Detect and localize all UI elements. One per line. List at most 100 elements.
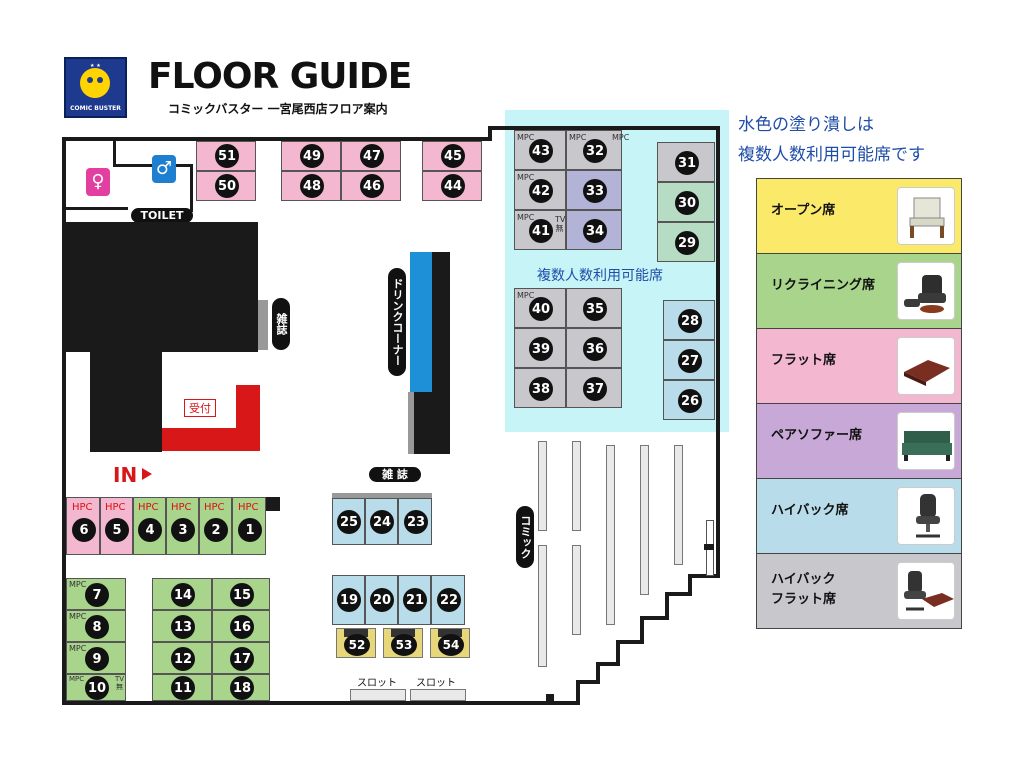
- seat-34[interactable]: 34: [566, 210, 622, 250]
- office-chair-icon: [897, 487, 955, 545]
- seat-48[interactable]: 48: [281, 171, 341, 201]
- seat-21[interactable]: 21: [398, 575, 431, 625]
- comic-buster-logo: ★ ★ COMIC BUSTER: [64, 57, 127, 118]
- comic-shelf: [572, 441, 581, 531]
- wall-notch: [488, 126, 492, 141]
- logo-text: COMIC BUSTER: [70, 105, 121, 112]
- legend-high-back-flat-seat: ハイバック フラット席: [756, 553, 962, 629]
- seat-15[interactable]: 15: [212, 578, 270, 610]
- seat-28[interactable]: 28: [663, 300, 715, 340]
- slot-label-1: スロット: [357, 678, 397, 689]
- seat-42[interactable]: MPC 42: [514, 170, 566, 210]
- high-back-flat-icon: [897, 562, 955, 620]
- flat-mat-icon: [897, 337, 955, 395]
- seat-40[interactable]: MPC 40: [514, 288, 566, 328]
- seat-27[interactable]: 27: [663, 340, 715, 380]
- seat-32[interactable]: MPC MPC 32: [566, 130, 629, 170]
- entrance-arrow-icon: [142, 468, 152, 480]
- comic-shelf: [640, 445, 649, 595]
- seat-29[interactable]: 29: [657, 222, 715, 262]
- seat-39[interactable]: 39: [514, 328, 566, 368]
- seat-7[interactable]: MPC 7: [66, 578, 126, 610]
- seat-1[interactable]: HPC 1: [232, 497, 266, 555]
- seat-14[interactable]: 14: [152, 578, 212, 610]
- legend-pair-sofa-seat: ペアソファー席: [756, 403, 962, 479]
- comic-shelf: [606, 445, 615, 625]
- men-toilet-icon: ♂: [152, 155, 176, 183]
- recliner-icon: [897, 262, 955, 320]
- page-title: FLOOR GUIDE: [148, 56, 412, 97]
- page-subtitle: コミックバスター 一宮尾西店フロア案内: [168, 102, 388, 116]
- seat-50[interactable]: 50: [196, 171, 256, 201]
- sofa-icon: [897, 412, 955, 470]
- comic-shelf: [538, 545, 547, 667]
- seat-47[interactable]: 47: [341, 141, 401, 171]
- seat-30[interactable]: 30: [657, 182, 715, 222]
- seat-45[interactable]: 45: [422, 141, 482, 171]
- women-toilet-icon: ♀: [86, 168, 110, 196]
- seat-16[interactable]: 16: [212, 610, 270, 642]
- note-line-1: 水色の塗り潰しは: [738, 115, 874, 135]
- seat-3[interactable]: HPC 3: [166, 497, 199, 555]
- seat-19[interactable]: 19: [332, 575, 365, 625]
- seat-37[interactable]: 37: [566, 368, 622, 408]
- wall-top: [62, 137, 492, 141]
- reception-label: 受付: [184, 399, 216, 417]
- legend-open-seat: オープン席: [756, 178, 962, 254]
- seat-43[interactable]: MPC 43: [514, 130, 566, 170]
- seat-38[interactable]: 38: [514, 368, 566, 408]
- multi-seat-label: 複数人数利用可能席: [537, 268, 663, 284]
- magazine-label-vertical: 雑誌: [272, 298, 290, 350]
- seat-2[interactable]: HPC 2: [199, 497, 232, 555]
- seat-8[interactable]: MPC 8: [66, 610, 126, 642]
- seat-11[interactable]: 11: [152, 674, 212, 701]
- seat-51[interactable]: 51: [196, 141, 256, 171]
- slot-label-2: スロット: [416, 678, 456, 689]
- wall-top-right: [488, 126, 720, 130]
- slot-machines-1: [350, 689, 406, 701]
- seat-31[interactable]: 31: [657, 142, 715, 182]
- seat-49[interactable]: 49: [281, 141, 341, 171]
- armchair-icon: [897, 187, 955, 245]
- seat-10[interactable]: MPC 10 TV無: [66, 674, 126, 701]
- seat-13[interactable]: 13: [152, 610, 212, 642]
- seat-4[interactable]: HPC 4: [133, 497, 166, 555]
- drink-corner-label: ドリンクコーナー: [388, 268, 406, 376]
- seat-20[interactable]: 20: [365, 575, 398, 625]
- comic-shelf: [674, 445, 683, 565]
- seat-26[interactable]: 26: [663, 380, 715, 420]
- comic-shelf: [538, 441, 547, 531]
- wall-bottom: [62, 701, 578, 705]
- legend-high-back-seat: ハイバック席: [756, 478, 962, 554]
- logo-mascot-icon: [80, 68, 110, 98]
- seat-5[interactable]: HPC 5: [100, 497, 133, 555]
- seat-6[interactable]: HPC 6: [66, 497, 100, 555]
- seat-17[interactable]: 17: [212, 642, 270, 674]
- seat-52[interactable]: 52: [336, 628, 376, 658]
- note-line-2: 複数人数利用可能席です: [738, 145, 925, 165]
- wall-right: [716, 126, 720, 578]
- wall-left: [62, 137, 66, 705]
- seat-24[interactable]: 24: [365, 498, 398, 545]
- seat-9[interactable]: MPC 9: [66, 642, 126, 674]
- seat-33[interactable]: 33: [566, 170, 622, 210]
- toilet-label: TOILET: [131, 208, 193, 223]
- seat-23[interactable]: 23: [398, 498, 432, 545]
- seat-41[interactable]: MPC 41 TV無: [514, 210, 566, 250]
- seat-22[interactable]: 22: [431, 575, 465, 625]
- slot-machines-2: [410, 689, 466, 701]
- seat-25[interactable]: 25: [332, 498, 365, 545]
- legend-flat-seat: フラット席: [756, 328, 962, 404]
- seat-35[interactable]: 35: [566, 288, 622, 328]
- legend-reclining-seat: リクライニング席: [756, 253, 962, 329]
- comic-shelf: [572, 545, 581, 635]
- seat-12[interactable]: 12: [152, 642, 212, 674]
- seat-54[interactable]: 54: [430, 628, 470, 658]
- seat-44[interactable]: 44: [422, 171, 482, 201]
- seat-53[interactable]: 53: [383, 628, 423, 658]
- magazine-label: 雑 誌: [369, 467, 421, 482]
- seat-36[interactable]: 36: [566, 328, 622, 368]
- entrance-label: IN: [113, 463, 138, 487]
- seat-18[interactable]: 18: [212, 674, 270, 701]
- seat-46[interactable]: 46: [341, 171, 401, 201]
